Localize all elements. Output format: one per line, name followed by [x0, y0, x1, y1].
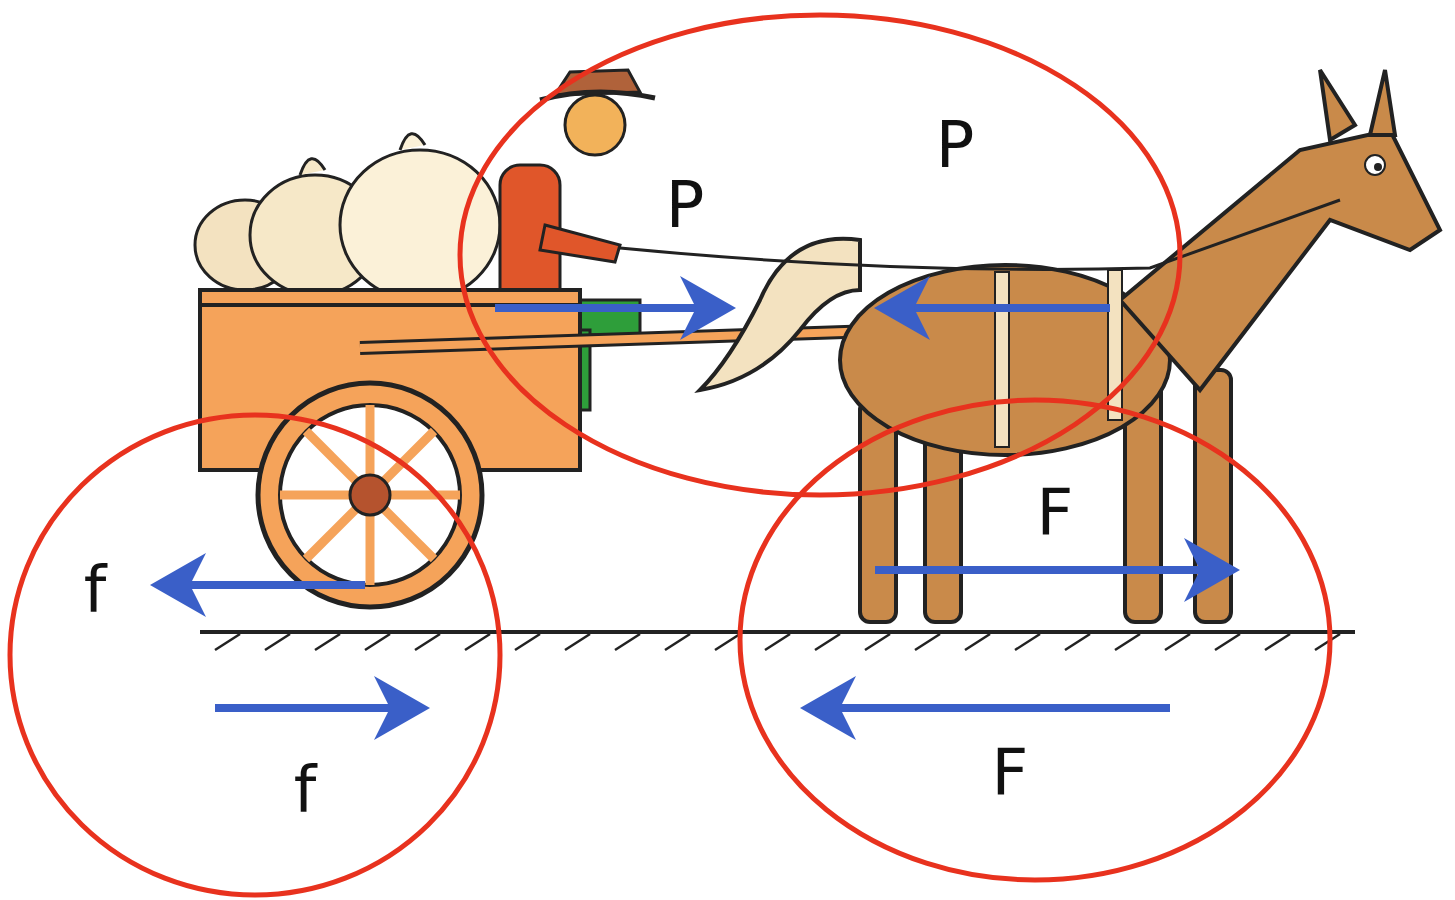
- force-label: P: [666, 173, 705, 237]
- force-label: f: [294, 758, 317, 822]
- force-label: f: [84, 558, 107, 622]
- force-arrows: [158, 308, 1232, 708]
- force-label: P: [936, 113, 975, 177]
- reins: [620, 200, 1340, 269]
- force-label: F: [1037, 480, 1074, 544]
- ground: [200, 632, 1355, 650]
- highlight-ellipses: [10, 15, 1330, 895]
- force-label: F: [992, 740, 1029, 804]
- sacks: [195, 134, 500, 300]
- horse: [700, 70, 1440, 622]
